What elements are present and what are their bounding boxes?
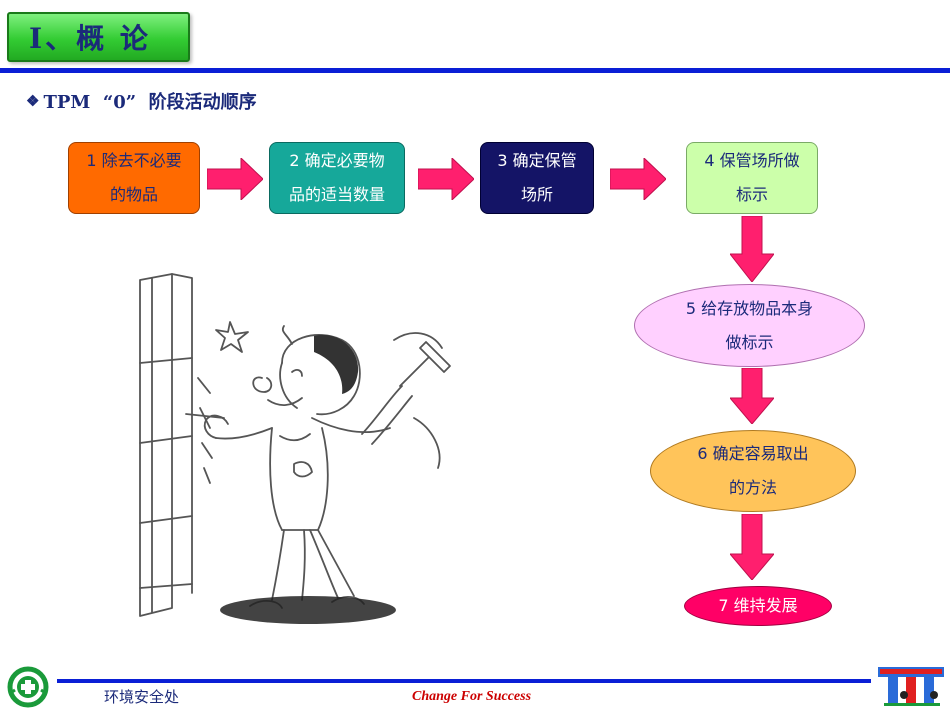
arrow-down-icon [730, 514, 774, 580]
step-3-box: 3 确定保管场所 [480, 142, 594, 214]
safety-cross-logo-icon [7, 666, 49, 708]
step-6-line2: 的方法 [728, 478, 777, 497]
slogan: Change For Success [412, 689, 532, 704]
arrow-down-icon [730, 368, 774, 424]
step-2-box: 2 确定必要物品的适当数量 [269, 142, 405, 214]
title-divider [0, 68, 950, 73]
step-3-line1: 3 确定保管 [497, 151, 577, 170]
tpm-logo-icon [878, 667, 944, 706]
step-7-ellipse: 7 维持发展 [684, 586, 832, 626]
department-name: 环境安全处 [104, 688, 180, 706]
arrow-right-icon [418, 158, 474, 200]
arrow-right-icon [610, 158, 666, 200]
slide-title: Ⅰ、概 论 [7, 12, 190, 62]
step-3-line2: 场所 [520, 185, 553, 204]
arrow-right-icon [207, 158, 263, 200]
step-4-box: 4 保管场所做标示 [686, 142, 818, 214]
arrow-down-icon [730, 216, 774, 282]
section-heading: ❖ TPM “0” 阶段活动顺序 [26, 88, 257, 114]
step-4-line2: 标示 [735, 185, 768, 204]
step-1-box: 1 除去不必要的物品 [68, 142, 200, 214]
step-6-ellipse: 6 确定容易取出的方法 [650, 430, 856, 512]
step-4-line1: 4 保管场所做 [704, 151, 800, 170]
step-5-line1: 5 给存放物品本身 [685, 298, 814, 318]
step-7-label: 7 维持发展 [718, 596, 798, 615]
worker-hammering-illustration [139, 273, 451, 624]
step-2-line1: 2 确定必要物 [289, 151, 385, 170]
step-1-line2: 的物品 [109, 185, 158, 204]
step-2-line2: 品的适当数量 [288, 185, 385, 204]
step-1-line1: 1 除去不必要 [86, 151, 182, 170]
step-6-line1: 6 确定容易取出 [697, 444, 809, 463]
step-5-ellipse: 5 给存放物品本身做标示 [634, 284, 865, 367]
step-5-line2: 做标示 [725, 332, 774, 352]
section-heading-text: TPM “0” 阶段活动顺序 [43, 92, 257, 113]
footer-divider [57, 679, 871, 683]
diamond-bullet-icon: ❖ [26, 92, 40, 110]
